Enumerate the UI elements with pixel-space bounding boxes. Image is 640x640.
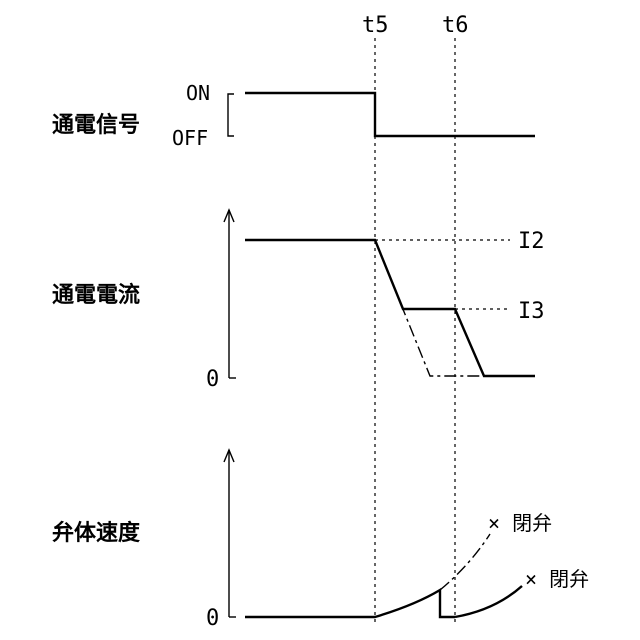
valve-closed-label-2: × 閉弁 (525, 567, 589, 591)
current-zero-label: 0 (206, 367, 219, 392)
speed-waveform-continued (455, 586, 522, 617)
i3-label: I3 (518, 299, 545, 324)
valve-closed-label-1: × 閉弁 (488, 511, 552, 535)
on-label: ON (186, 81, 210, 105)
speed-waveform (245, 590, 455, 617)
energization-current-label: 通電電流 (52, 282, 140, 308)
off-label: OFF (172, 126, 208, 150)
current-waveform (245, 240, 535, 376)
valve-speed-label: 弁体速度 (52, 520, 141, 546)
i2-label: I2 (518, 229, 545, 254)
speed-zero-label: 0 (206, 606, 219, 631)
t6-label: t6 (442, 13, 469, 38)
signal-waveform (245, 93, 535, 136)
speed-waveform-alternate (440, 534, 490, 590)
energization-signal-label: 通電信号 (52, 112, 140, 138)
signal-axis-bracket (228, 94, 234, 136)
t5-label: t5 (362, 13, 389, 38)
